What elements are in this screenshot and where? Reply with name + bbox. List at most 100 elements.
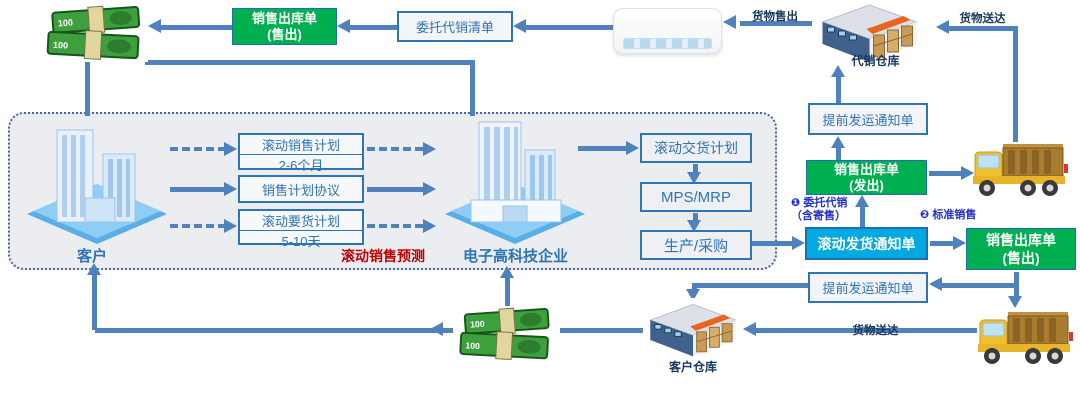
enterprise-label: 电子高科技企业 [462,248,568,265]
customer-label: 客户 [76,248,107,265]
flow-line [752,241,794,246]
flow-line [693,213,698,222]
box-label: 2-6个月 [240,154,362,174]
svg-text:100: 100 [58,17,74,28]
flow-line [692,283,697,291]
note-standard-sale-mode: ❷ 标准销售 [920,209,977,221]
box-label: (售出) [267,26,302,42]
warehouse-icon [812,2,927,64]
consignment-warehouse-label: 代销仓库 [851,54,900,68]
flow-line [367,187,423,192]
arrowhead [687,172,701,184]
box-label: 滚动发货通知单 [817,235,916,252]
box-label: 滚动销售计划 [261,138,340,153]
box-rolling-sales-plan: 滚动销售计划 2-6个月 [238,133,364,173]
flow-line [470,60,475,116]
box-rolling-requirement-plan: 滚动要货计划 5-10天 [238,209,364,249]
box-label: 提前发运通知单 [822,281,914,296]
arrowhead [929,277,942,291]
flow-line [349,25,397,30]
box-mps-mrp: MPS/MRP [640,182,752,212]
flow-line [836,76,841,103]
arrowhead [743,322,756,336]
flow-line [85,60,90,116]
arrowhead [224,142,237,156]
svg-text:100: 100 [465,340,480,351]
box-label: (售出) [1002,250,1040,266]
arrowhead [723,15,736,29]
box-rolling-dispatch-notice: 滚动发货通知单 [805,227,928,260]
box-sales-plan-agreement: 销售计划协议 [238,175,364,203]
money-stack-icon: 100 100 [453,306,560,362]
arrowhead [831,136,845,148]
box-advance-shipping-notice-bottom: 提前发运通知单 [808,272,928,303]
flow-line [755,328,977,333]
svg-text:100: 100 [53,40,69,51]
flow-line-dashed [367,147,423,151]
arrowhead [423,182,436,196]
flow-line-dashed [367,224,423,228]
box-sales-outbound-dispatched: 销售出库单 (发出) [806,160,927,195]
enterprise-building-icon [443,112,588,246]
flow-line-dashed [170,147,226,151]
arrowhead [855,195,869,207]
goods-delivered-label-top: 货物送达 [959,13,1006,25]
box-label: 滚动交货计划 [654,140,738,156]
goods-delivered-label-bottom: 货物送达 [852,325,899,337]
flow-line [860,206,865,228]
dump-truck-icon [975,306,1075,366]
arrowhead [87,263,101,275]
goods-sold-label: 货物售出 [752,11,798,23]
arrowhead [936,20,949,34]
flow-line [941,283,1017,288]
box-label: 5-10天 [240,230,362,250]
arrowhead [961,166,974,180]
box-label: 销售计划协议 [261,182,340,198]
svg-text:100: 100 [470,319,485,330]
box-label: 生产/采购 [663,237,729,255]
arrowhead [430,322,443,336]
box-label: 委托代销清单 [415,20,494,35]
arrowhead [792,236,805,250]
arrowhead [423,219,436,233]
flow-line [693,164,698,174]
air-conditioner-icon [613,8,722,54]
arrowhead [224,182,237,196]
box-sales-outbound-sold-left: 销售出库单 (售出) [232,8,337,45]
dump-truck-icon [970,138,1070,198]
warehouse-icon [643,298,743,362]
box-advance-shipping-notice-top: 提前发运通知单 [808,103,928,135]
office-building-icon [25,114,170,246]
rolling-sales-forecast-label: 滚动销售预测 [341,248,425,264]
box-sales-outbound-sold-right: 销售出库单 (售出) [966,228,1076,270]
note-line: ❶ 委托代销 [791,197,848,209]
flow-line [948,26,1018,31]
box-label: 销售出库单 [986,232,1056,248]
arrowhead [687,220,701,232]
flow-line [505,278,510,308]
box-production-procurement: 生产/采购 [640,230,752,260]
flow-line [525,25,613,30]
box-label: 滚动要货计划 [261,214,340,229]
arrowhead [1008,296,1022,308]
box-label: 销售出库单 [833,161,899,177]
flow-line [1013,26,1018,142]
flow-line [160,25,232,30]
arrowhead [953,236,966,250]
arrowhead [423,142,436,156]
flow-line [740,21,814,26]
flow-line [929,171,963,176]
arrowhead [148,19,161,33]
flow-line [92,274,97,330]
arrowhead [513,19,526,33]
arrowhead [831,65,845,77]
flow-line [95,328,645,333]
flow-line [692,283,808,288]
flow-line-dashed [170,224,226,228]
flow-line [836,147,841,162]
flow-line [170,187,226,192]
box-label: 提前发运通知单 [822,112,914,128]
box-label: MPS/MRP [660,188,731,206]
arrowhead [224,219,237,233]
